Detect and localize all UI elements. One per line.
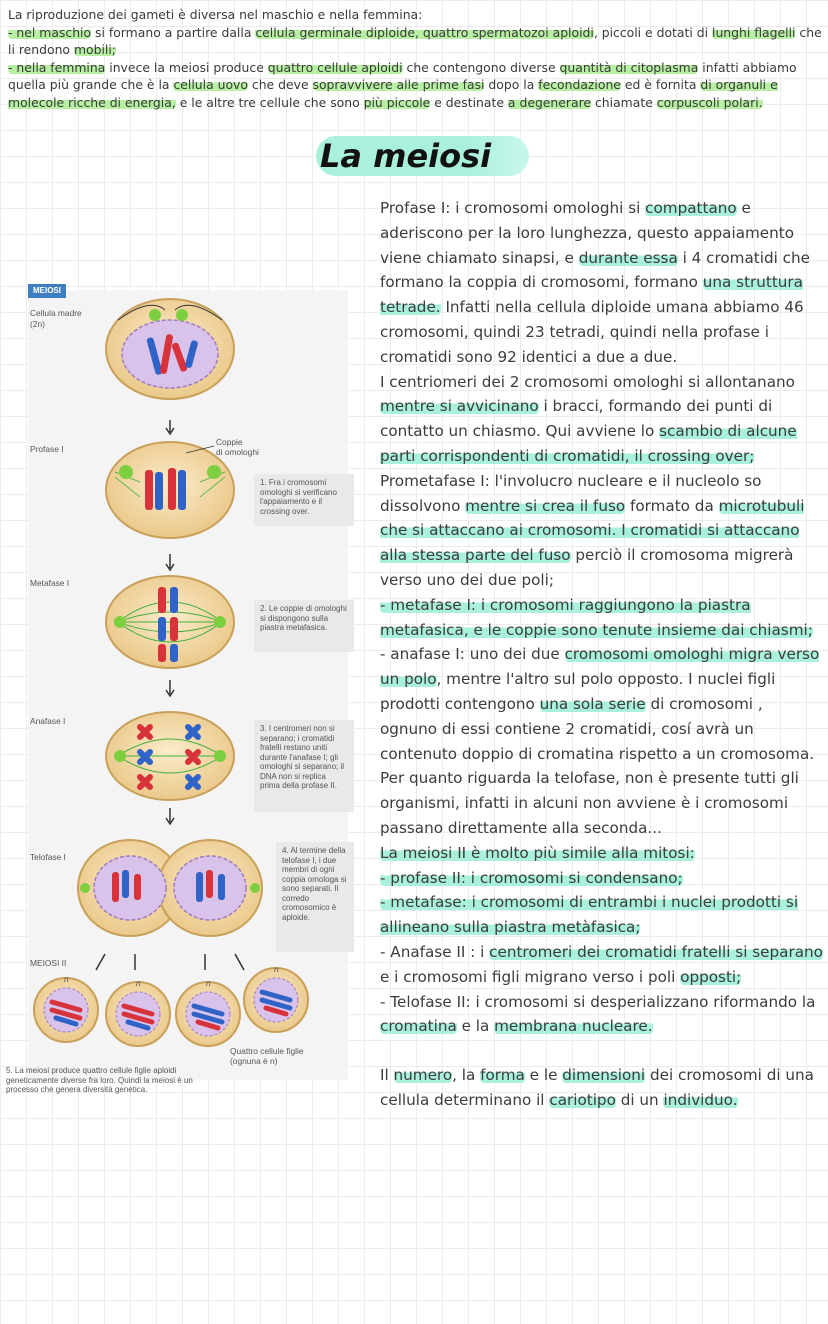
label-n-1: n: [64, 974, 69, 984]
mother-cell: [105, 298, 235, 400]
label-ognuna-n: (ognuna è n): [230, 1056, 278, 1066]
label-cellula-madre: Cellula madre: [30, 308, 82, 318]
daughter-cell-3: [175, 981, 241, 1047]
label-di-omologhi: di omologhi: [216, 447, 259, 457]
label-n-2: n: [136, 978, 141, 988]
page-title: La meiosi: [316, 136, 530, 176]
anaphase-cell: [105, 711, 235, 801]
daughter-cell-4: [243, 967, 309, 1033]
label-meiosi-ii: MEIOSI II: [30, 958, 67, 968]
label-telofase: Telofase I: [30, 852, 66, 862]
note-profase-i: Profase I: i cromosomi omologhi si compa…: [380, 199, 810, 366]
daughter-cell-2: [105, 981, 171, 1047]
note-metafase-ii: - metafase: i cromosomi di entrambi i nu…: [380, 893, 799, 937]
note-prometafase: Prometafase I: l'involucro nucleare e il…: [380, 471, 805, 589]
note-anafase-ii: - Anafase II : i centromeri dei cromatid…: [380, 942, 823, 986]
notes-column: Profase I: i cromosomi omologhi si compa…: [380, 196, 824, 1113]
label-anafase: Anafase I: [30, 716, 66, 726]
step-3-box: 3. I centromeri non si separano; i croma…: [254, 720, 354, 812]
label-quattro-cellule: Quattro cellule figlie: [230, 1046, 304, 1056]
note-meiosi-ii: La meiosi II è molto più simile alla mit…: [380, 843, 695, 862]
note-cariotipo: Il numero, la forma e le dimensioni dei …: [380, 1066, 814, 1109]
spacer: [380, 1039, 824, 1063]
step-2-box: 2. Le coppie di omologhi si dispongono s…: [254, 600, 354, 652]
label-profase: Profase I: [30, 444, 64, 454]
label-coppie: Coppie: [216, 437, 243, 447]
step-4-box: 4. Al termine della telofase I, i due me…: [276, 842, 354, 952]
telophase-cell: [77, 839, 263, 937]
label-metafase: Metafase I: [30, 578, 70, 588]
meiosis-figure: MEIOSI: [0, 282, 360, 1106]
intro-male-line: - nel maschio si formano a partire dalla…: [8, 24, 822, 58]
label-2n: (2n): [30, 319, 45, 329]
metaphase-cell: [105, 575, 235, 669]
daughter-cell-1: [33, 977, 99, 1043]
prophase-cell: [105, 441, 235, 539]
intro-female-line: - nella femmina invece la meiosi produce…: [8, 59, 797, 110]
note-metafase-i: - metafase I: i cromosomi raggiungono la…: [380, 595, 813, 639]
label-n-4: n: [274, 964, 279, 974]
figure-header: MEIOSI: [28, 284, 66, 298]
intro-paragraph: La riproduzione dei gameti è diversa nel…: [8, 6, 823, 112]
step-1-box: 1. Fra i cromosomi omologhi si verifican…: [254, 474, 354, 526]
note-centromeri: I centriomeri dei 2 cromosomi omologhi s…: [380, 372, 797, 465]
note-anafase-i: - anafase I: uno dei due cromosomi omolo…: [380, 645, 820, 763]
step-5-caption: 5. La meiosi produce quattro cellule fig…: [6, 1066, 193, 1094]
note-telofase: Per quanto riguarda la telofase, non è p…: [380, 769, 799, 837]
meiosis-illustration: [33, 298, 309, 1047]
note-profase-ii: - profase II: i cromosomi si condensano;: [380, 868, 683, 887]
note-telofase-ii: - Telofase II: i cromosomi si desperiali…: [380, 992, 816, 1036]
label-n-3: n: [206, 978, 211, 988]
intro-line-1: La riproduzione dei gameti è diversa nel…: [8, 7, 423, 22]
